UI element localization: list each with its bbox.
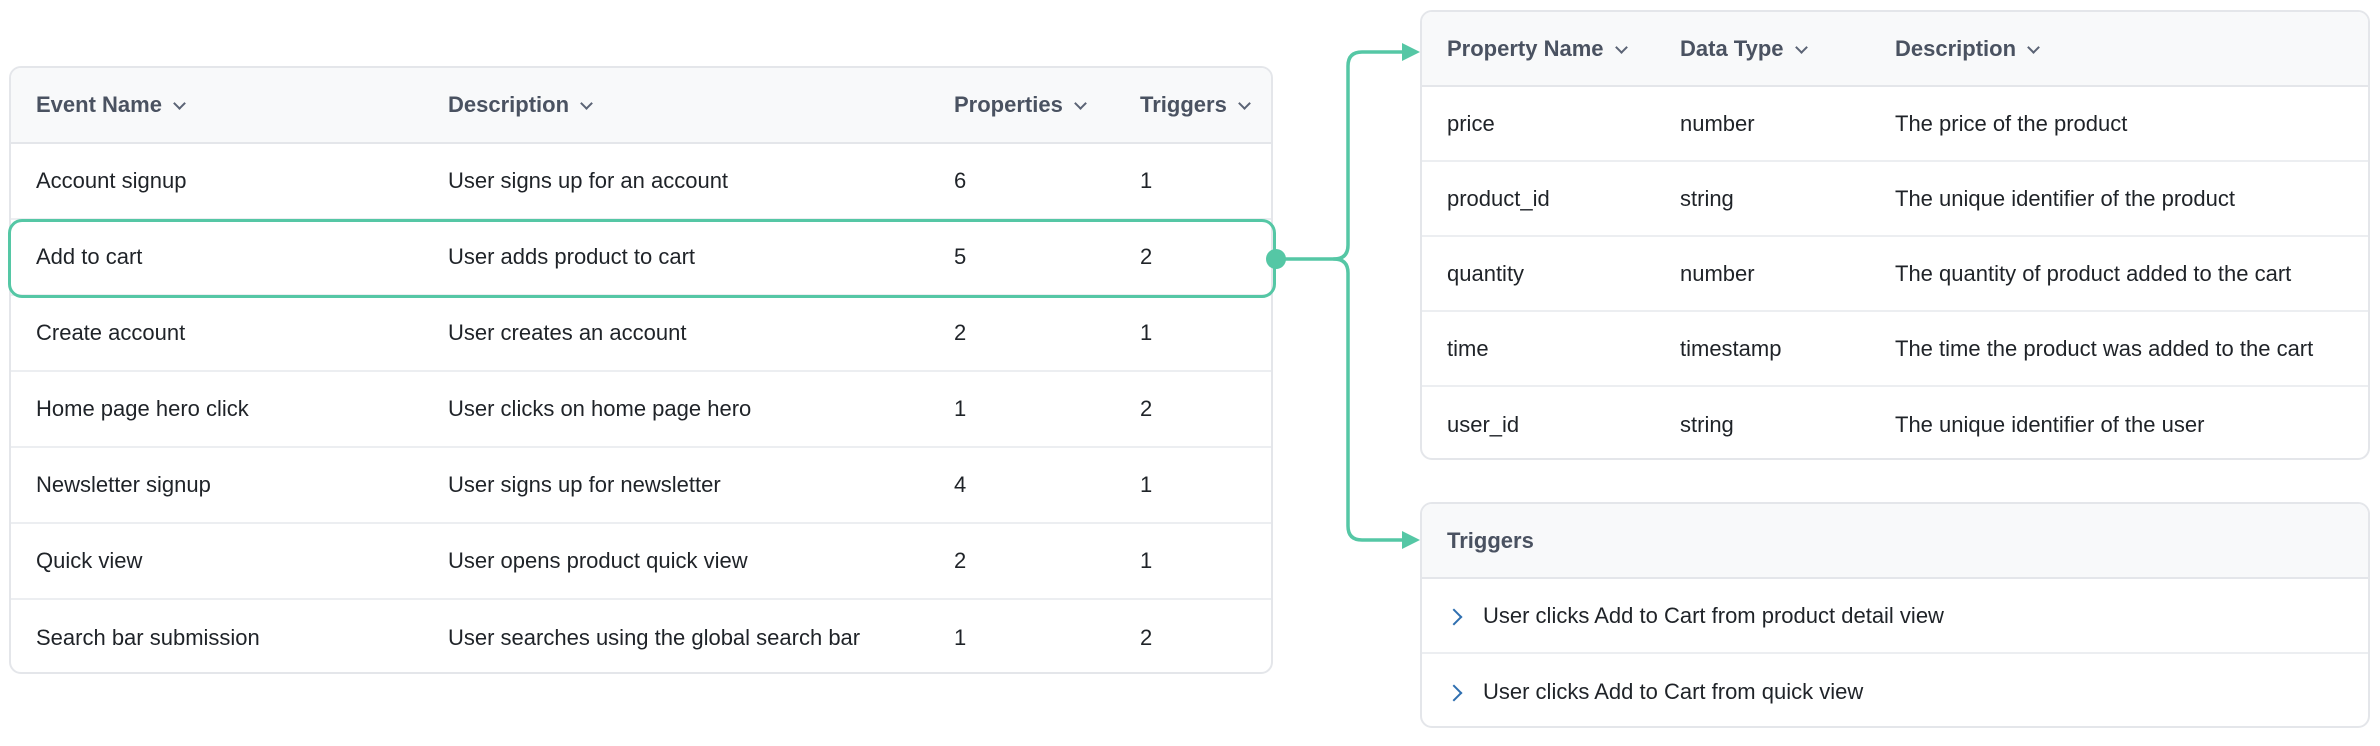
- triggers-column-header[interactable]: Triggers: [1140, 92, 1260, 118]
- table-row[interactable]: Newsletter signup User signs up for news…: [11, 448, 1271, 524]
- properties-header-label: Properties: [954, 92, 1063, 117]
- event-name-cell: Home page hero click: [36, 396, 249, 421]
- event-name-cell: Account signup: [36, 168, 187, 193]
- event-triggers-cell: 1: [1140, 472, 1153, 497]
- trigger-item[interactable]: User clicks Add to Cart from product det…: [1422, 579, 2368, 654]
- table-row[interactable]: Quick view User opens product quick view…: [11, 524, 1271, 600]
- event-description-cell: User adds product to cart: [448, 244, 696, 269]
- arrow-to-triggers-icon: [1402, 531, 1420, 549]
- event-properties-cell: 1: [954, 625, 967, 650]
- property-description-cell: The quantity of product added to the car…: [1895, 260, 2292, 286]
- data-type-header-label: Data Type: [1680, 35, 1784, 61]
- trigger-item[interactable]: User clicks Add to Cart from quick view: [1422, 654, 2368, 726]
- event-triggers-cell: 2: [1140, 396, 1153, 421]
- property-name-column-header[interactable]: Property Name: [1447, 36, 1680, 62]
- property-type-cell: string: [1680, 411, 1734, 437]
- event-description-cell: User searches using the global search ba…: [448, 625, 861, 650]
- chevron-down-icon: [1614, 42, 1628, 56]
- event-name-cell: Add to cart: [36, 244, 143, 269]
- description-column-header[interactable]: Description: [448, 92, 954, 118]
- table-row[interactable]: user_id string The unique identifier of …: [1422, 387, 2368, 458]
- property-type-cell: number: [1680, 260, 1755, 286]
- property-description-header-label: Description: [1895, 35, 2017, 61]
- table-row-selected[interactable]: Add to cart User adds product to cart 5 …: [11, 220, 1271, 296]
- table-row[interactable]: time timestamp The time the product was …: [1422, 312, 2368, 387]
- event-triggers-cell: 1: [1140, 548, 1153, 573]
- events-table-header: Event Name Description Properties Trigge…: [11, 68, 1271, 144]
- data-type-column-header[interactable]: Data Type: [1680, 36, 1895, 62]
- description-header-label: Description: [448, 92, 570, 117]
- event-properties-cell: 2: [954, 320, 967, 345]
- table-row[interactable]: product_id string The unique identifier …: [1422, 162, 2368, 237]
- chevron-right-icon[interactable]: [1447, 682, 1461, 702]
- event-name-cell: Newsletter signup: [36, 472, 211, 497]
- trigger-item-label: User clicks Add to Cart from quick view: [1483, 678, 1864, 704]
- chevron-down-icon: [579, 98, 593, 112]
- property-description-column-header[interactable]: Description: [1895, 36, 2365, 62]
- chevron-down-icon: [1794, 42, 1808, 56]
- event-properties-cell: 2: [954, 548, 967, 573]
- event-name-cell: Search bar submission: [36, 625, 260, 650]
- property-type-cell: number: [1680, 110, 1755, 136]
- property-name-cell: user_id: [1447, 411, 1520, 437]
- table-row[interactable]: price number The price of the product: [1422, 87, 2368, 162]
- chevron-right-icon[interactable]: [1447, 606, 1461, 626]
- event-properties-cell: 6: [954, 168, 967, 193]
- property-type-cell: string: [1680, 185, 1734, 211]
- property-name-cell: product_id: [1447, 185, 1550, 211]
- connector-main: [1274, 50, 1406, 261]
- table-row[interactable]: Home page hero click User clicks on home…: [11, 372, 1271, 448]
- property-name-cell: price: [1447, 110, 1495, 136]
- events-table: Event Name Description Properties Trigge…: [9, 66, 1273, 674]
- event-properties-cell: 5: [954, 244, 967, 269]
- event-description-cell: User signs up for newsletter: [448, 472, 721, 497]
- property-name-cell: quantity: [1447, 260, 1525, 286]
- event-triggers-cell: 1: [1140, 320, 1153, 345]
- event-name-header-label: Event Name: [36, 92, 162, 117]
- event-triggers-cell: 2: [1140, 625, 1153, 650]
- event-description-cell: User opens product quick view: [448, 548, 748, 573]
- chevron-down-icon: [172, 98, 186, 112]
- arrow-to-properties-icon: [1402, 43, 1420, 61]
- property-description-cell: The unique identifier of the product: [1895, 185, 2236, 211]
- chevron-down-icon: [2026, 42, 2040, 56]
- properties-table: Property Name Data Type Description pric…: [1420, 10, 2370, 460]
- property-name-header-label: Property Name: [1447, 35, 1604, 61]
- table-row[interactable]: Search bar submission User searches usin…: [11, 600, 1271, 672]
- table-row[interactable]: Account signup User signs up for an acco…: [11, 144, 1271, 220]
- event-description-cell: User creates an account: [448, 320, 687, 345]
- property-type-cell: timestamp: [1680, 335, 1782, 361]
- chevron-down-icon: [1073, 98, 1087, 112]
- triggers-panel: Triggers User clicks Add to Cart from pr…: [1420, 502, 2370, 728]
- event-properties-cell: 4: [954, 472, 967, 497]
- event-description-cell: User clicks on home page hero: [448, 396, 752, 421]
- properties-table-header: Property Name Data Type Description: [1422, 12, 2368, 87]
- event-name-cell: Quick view: [36, 548, 143, 573]
- event-name-column-header[interactable]: Event Name: [36, 92, 448, 118]
- property-description-cell: The price of the product: [1895, 110, 2128, 136]
- event-properties-cell: 1: [954, 396, 967, 421]
- chevron-down-icon: [1237, 98, 1251, 112]
- properties-column-header[interactable]: Properties: [954, 92, 1140, 118]
- event-triggers-cell: 1: [1140, 168, 1153, 193]
- connector-to-triggers: [1332, 257, 1406, 542]
- triggers-panel-header: Triggers: [1422, 504, 2368, 579]
- trigger-item-label: User clicks Add to Cart from product det…: [1483, 602, 1944, 628]
- property-description-cell: The time the product was added to the ca…: [1895, 335, 2314, 361]
- property-description-cell: The unique identifier of the user: [1895, 411, 2205, 437]
- event-name-cell: Create account: [36, 320, 186, 345]
- table-row[interactable]: Create account User creates an account 2…: [11, 296, 1271, 372]
- property-name-cell: time: [1447, 335, 1489, 361]
- event-description-cell: User signs up for an account: [448, 168, 729, 193]
- triggers-panel-title: Triggers: [1447, 527, 1534, 553]
- triggers-header-label: Triggers: [1140, 92, 1227, 117]
- event-triggers-cell: 2: [1140, 244, 1153, 269]
- table-row[interactable]: quantity number The quantity of product …: [1422, 237, 2368, 312]
